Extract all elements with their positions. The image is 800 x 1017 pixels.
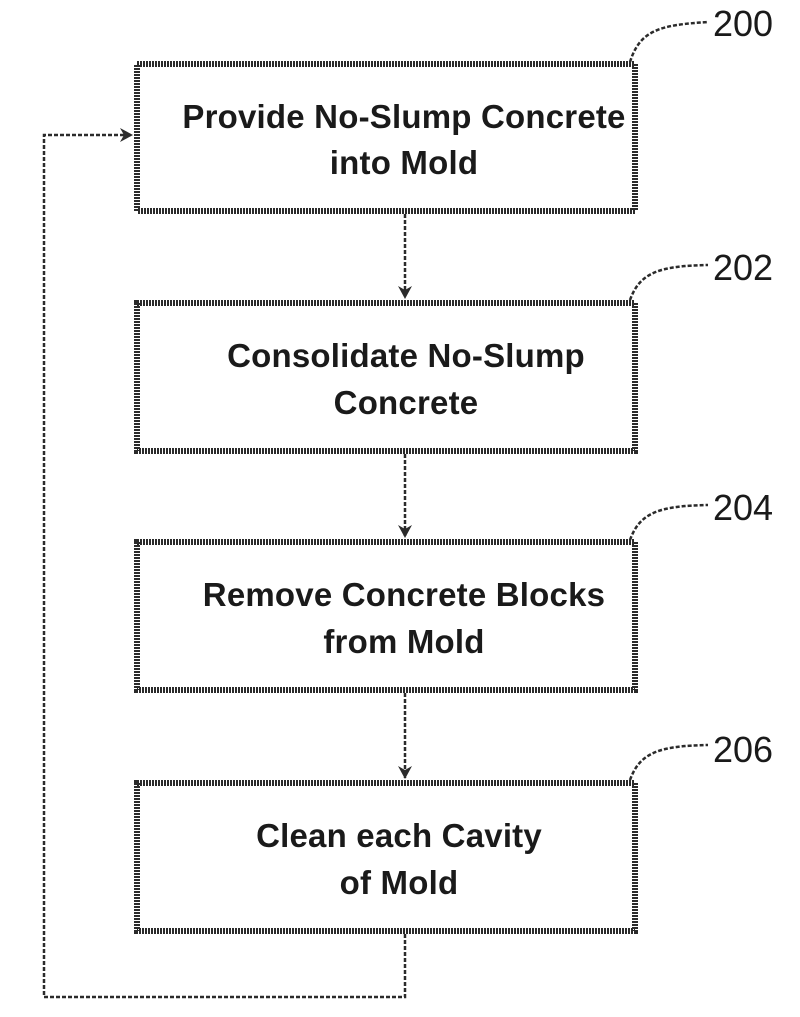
ref-label-204: 204 [713, 487, 773, 528]
step-200-line2: into Mold [330, 144, 478, 181]
step-202-line1: Consolidate No-Slump [227, 337, 585, 374]
step-box-200: Provide No-Slump Concrete into Mold [134, 61, 638, 214]
step-box-200-frame [134, 61, 638, 214]
ref-label-200: 200 [713, 3, 773, 44]
step-206-line1: Clean each Cavity [256, 817, 542, 854]
ref-label-202: 202 [713, 247, 773, 288]
ref-leader-206 [628, 743, 709, 781]
step-200-line1: Provide No-Slump Concrete [182, 98, 625, 135]
ref-label-206: 206 [713, 729, 773, 770]
ref-leader-200 [628, 20, 709, 63]
step-box-204-frame [134, 539, 638, 693]
step-box-202: Consolidate No-Slump Concrete [134, 300, 638, 454]
step-204-line2: from Mold [323, 623, 484, 660]
step-box-202-frame [134, 300, 638, 454]
step-204-line1: Remove Concrete Blocks [203, 576, 605, 613]
step-box-206: Clean each Cavity of Mold [134, 780, 638, 934]
step-box-206-frame [134, 780, 638, 934]
loop-back-arrow [42, 128, 407, 999]
step-box-204: Remove Concrete Blocks from Mold [134, 539, 638, 693]
step-206-line2: of Mold [340, 864, 459, 901]
ref-leader-204 [628, 503, 709, 541]
step-202-line2: Concrete [334, 384, 479, 421]
ref-leader-202 [628, 263, 709, 301]
